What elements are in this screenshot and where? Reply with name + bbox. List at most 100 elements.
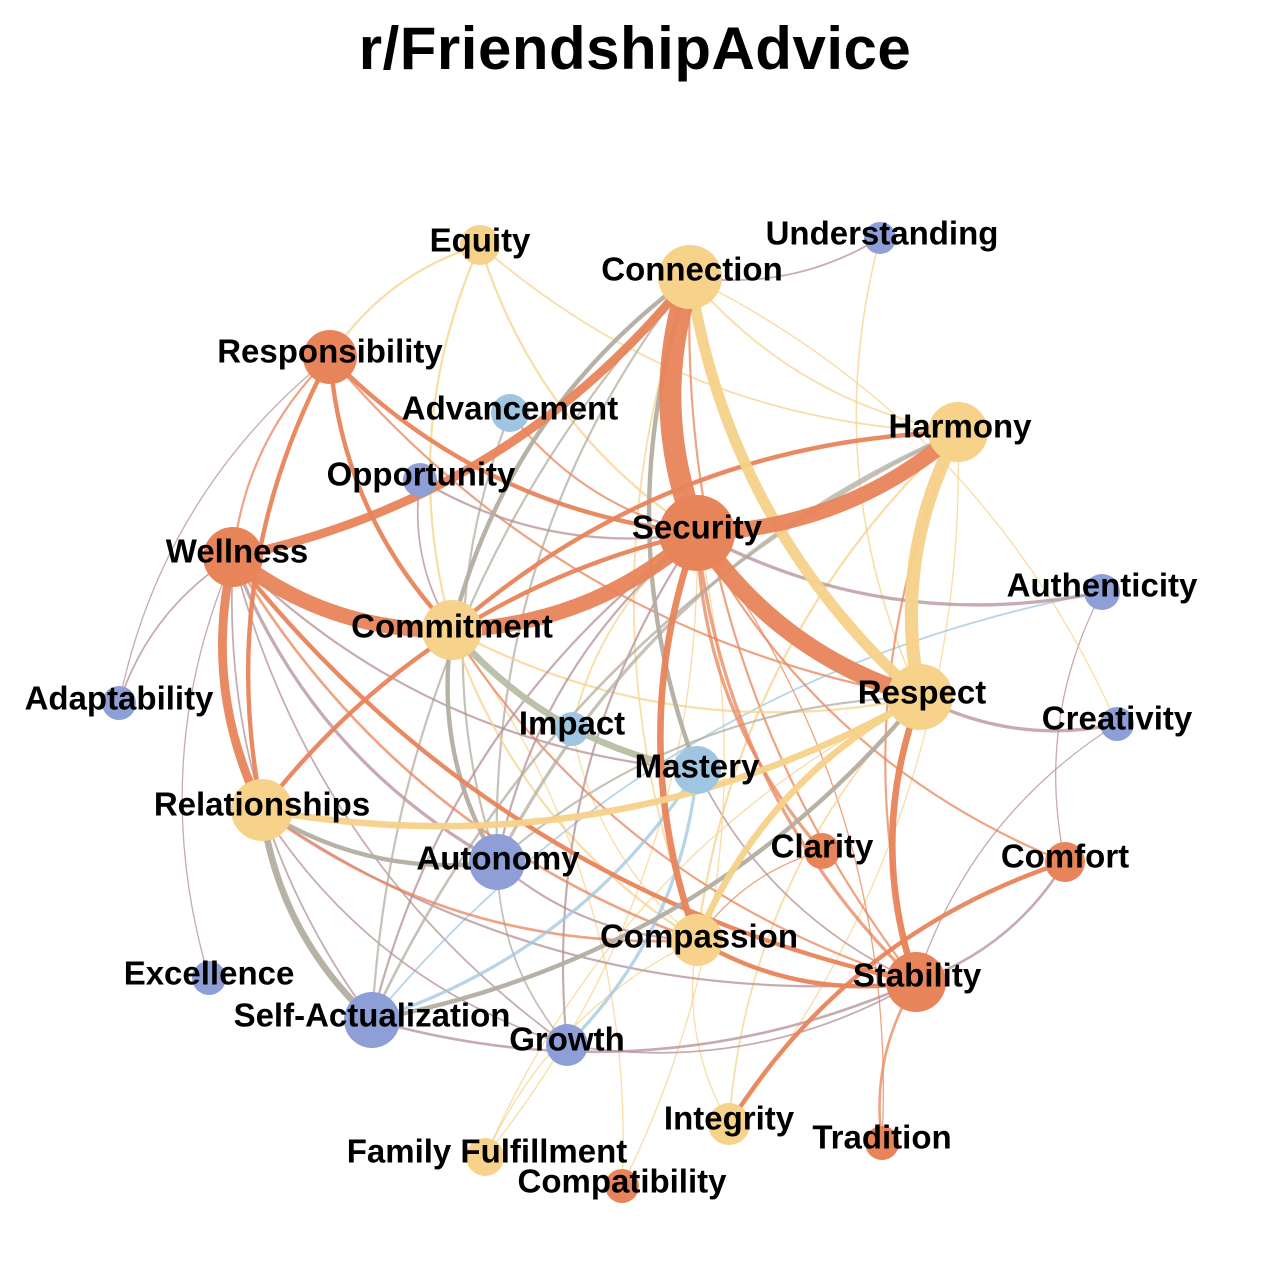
edge-relationships-autonomy: [259, 807, 500, 868]
node-label-tradition: Tradition: [812, 1119, 951, 1156]
node-label-comfort: Comfort: [1001, 838, 1129, 875]
edge-commitment-autonomy: [445, 627, 500, 865]
edge-harmony-compassion: [695, 430, 960, 942]
edge-creativity-stability: [915, 723, 1118, 983]
node-connection[interactable]: [658, 245, 722, 309]
edge-wellness-compassion: [231, 555, 699, 942]
edge-commitment-respect: [450, 628, 922, 714]
node-label-impact: Impact: [519, 705, 625, 742]
node-compatibility[interactable]: [605, 1169, 639, 1203]
node-advancement[interactable]: [491, 394, 529, 432]
node-label-security: Security: [632, 509, 763, 546]
node-self-actualization[interactable]: [344, 992, 400, 1048]
edge-authenticity-comfort: [1055, 591, 1103, 863]
edge-relationships-growth: [261, 809, 568, 1046]
node-integrity[interactable]: [708, 1103, 750, 1145]
node-label-responsibility: Responsibility: [217, 333, 443, 370]
edge-responsibility-adaptability: [118, 356, 331, 704]
edge-wellness-relationships: [218, 552, 267, 815]
node-harmony[interactable]: [928, 402, 988, 462]
edge-connection-commitment: [449, 274, 693, 633]
node-opportunity[interactable]: [403, 463, 437, 497]
node-label-opportunity: Opportunity: [327, 456, 516, 493]
node-respect[interactable]: [887, 664, 953, 730]
node-label-mastery: Mastery: [635, 748, 760, 785]
node-responsibility[interactable]: [303, 330, 357, 384]
edge-wellness-autonomy: [231, 555, 499, 864]
edge-wellness-excellence: [181, 556, 234, 979]
edge-responsibility-respect: [328, 355, 922, 699]
edge-self_actualization-stability: [370, 980, 918, 1054]
node-security[interactable]: [659, 495, 735, 571]
node-stability[interactable]: [886, 952, 946, 1012]
node-family-fulfillment[interactable]: [466, 1138, 504, 1176]
edge-wellness-stability: [230, 554, 919, 985]
node-authenticity[interactable]: [1084, 574, 1120, 610]
edge-commitment-compassion: [450, 628, 699, 942]
node-growth[interactable]: [546, 1024, 588, 1066]
edge-wellness-commitment: [225, 549, 460, 638]
edge-relationships-self_actualization: [258, 806, 376, 1024]
edge-connection-harmony: [689, 276, 959, 433]
edge-wellness-connection: [228, 272, 695, 562]
node-mastery[interactable]: [673, 746, 721, 794]
edge-security-compassion: [657, 529, 701, 944]
node-comfort[interactable]: [1045, 842, 1085, 882]
node-wellness[interactable]: [203, 527, 263, 587]
node-label-adaptability: Adaptability: [25, 680, 214, 717]
node-label-authenticity: Authenticity: [1007, 567, 1198, 604]
node-label-harmony: Harmony: [888, 408, 1032, 445]
edge-comfort-integrity: [726, 859, 1068, 1127]
edge-respect-stability: [889, 693, 924, 986]
node-label-equity: Equity: [430, 222, 531, 259]
edge-harmony-self_actualization: [370, 430, 960, 1022]
edge-commitment-stability: [450, 628, 918, 984]
node-label-compassion: Compassion: [600, 918, 798, 955]
node-creativity[interactable]: [1100, 707, 1134, 741]
edge-responsibility-commitment: [327, 354, 455, 633]
edge-connection-respect: [684, 271, 926, 703]
node-label-growth: Growth: [509, 1021, 624, 1058]
edge-compassion-integrity: [691, 939, 730, 1125]
node-label-autonomy: Autonomy: [416, 840, 580, 877]
node-label-compatibility: Compatibility: [517, 1163, 727, 1200]
edge-relationships-compassion: [260, 808, 699, 943]
node-excellence[interactable]: [192, 961, 226, 995]
edge-security-growth: [561, 531, 699, 1047]
graph-title: r/FriendshipAdvice: [358, 15, 912, 82]
node-clarity[interactable]: [804, 833, 840, 869]
edge-wellness-growth: [232, 556, 568, 1046]
node-label-understanding: Understanding: [766, 215, 999, 252]
node-impact[interactable]: [555, 712, 589, 746]
labels-layer: EquityConnectionUnderstandingResponsibil…: [25, 215, 1198, 1200]
node-commitment[interactable]: [422, 600, 482, 660]
edge-self_actualization-mastery: [370, 768, 699, 1022]
edge-opportunity-security: [418, 478, 699, 540]
node-label-respect: Respect: [858, 674, 986, 711]
edge-harmony-respect: [904, 425, 965, 704]
node-label-connection: Connection: [601, 251, 782, 288]
edge-impact-compassion: [571, 728, 698, 941]
node-label-integrity: Integrity: [664, 1100, 795, 1137]
edge-relationships-respect: [258, 693, 924, 830]
node-label-advancement: Advancement: [402, 390, 618, 427]
node-label-wellness: Wellness: [166, 533, 308, 570]
node-tradition[interactable]: [865, 1126, 899, 1160]
edge-connection-stability: [688, 275, 918, 984]
node-understanding[interactable]: [864, 222, 896, 254]
node-relationships[interactable]: [231, 779, 293, 841]
node-adaptability[interactable]: [102, 686, 136, 720]
edge-respect-family_fulfillment: [484, 696, 921, 1158]
node-autonomy[interactable]: [469, 834, 525, 890]
node-label-clarity: Clarity: [771, 828, 874, 865]
edge-harmony-autonomy: [495, 430, 960, 864]
node-label-commitment: Commitment: [351, 608, 553, 645]
node-label-family-fulfillment: Family Fulfillment: [347, 1133, 628, 1170]
edge-wellness-mastery: [231, 555, 699, 772]
node-label-excellence: Excellence: [124, 955, 295, 992]
edge-respect-compassion: [693, 693, 924, 944]
node-compassion[interactable]: [671, 914, 723, 966]
node-equity[interactable]: [460, 225, 500, 265]
node-label-creativity: Creativity: [1042, 700, 1193, 737]
